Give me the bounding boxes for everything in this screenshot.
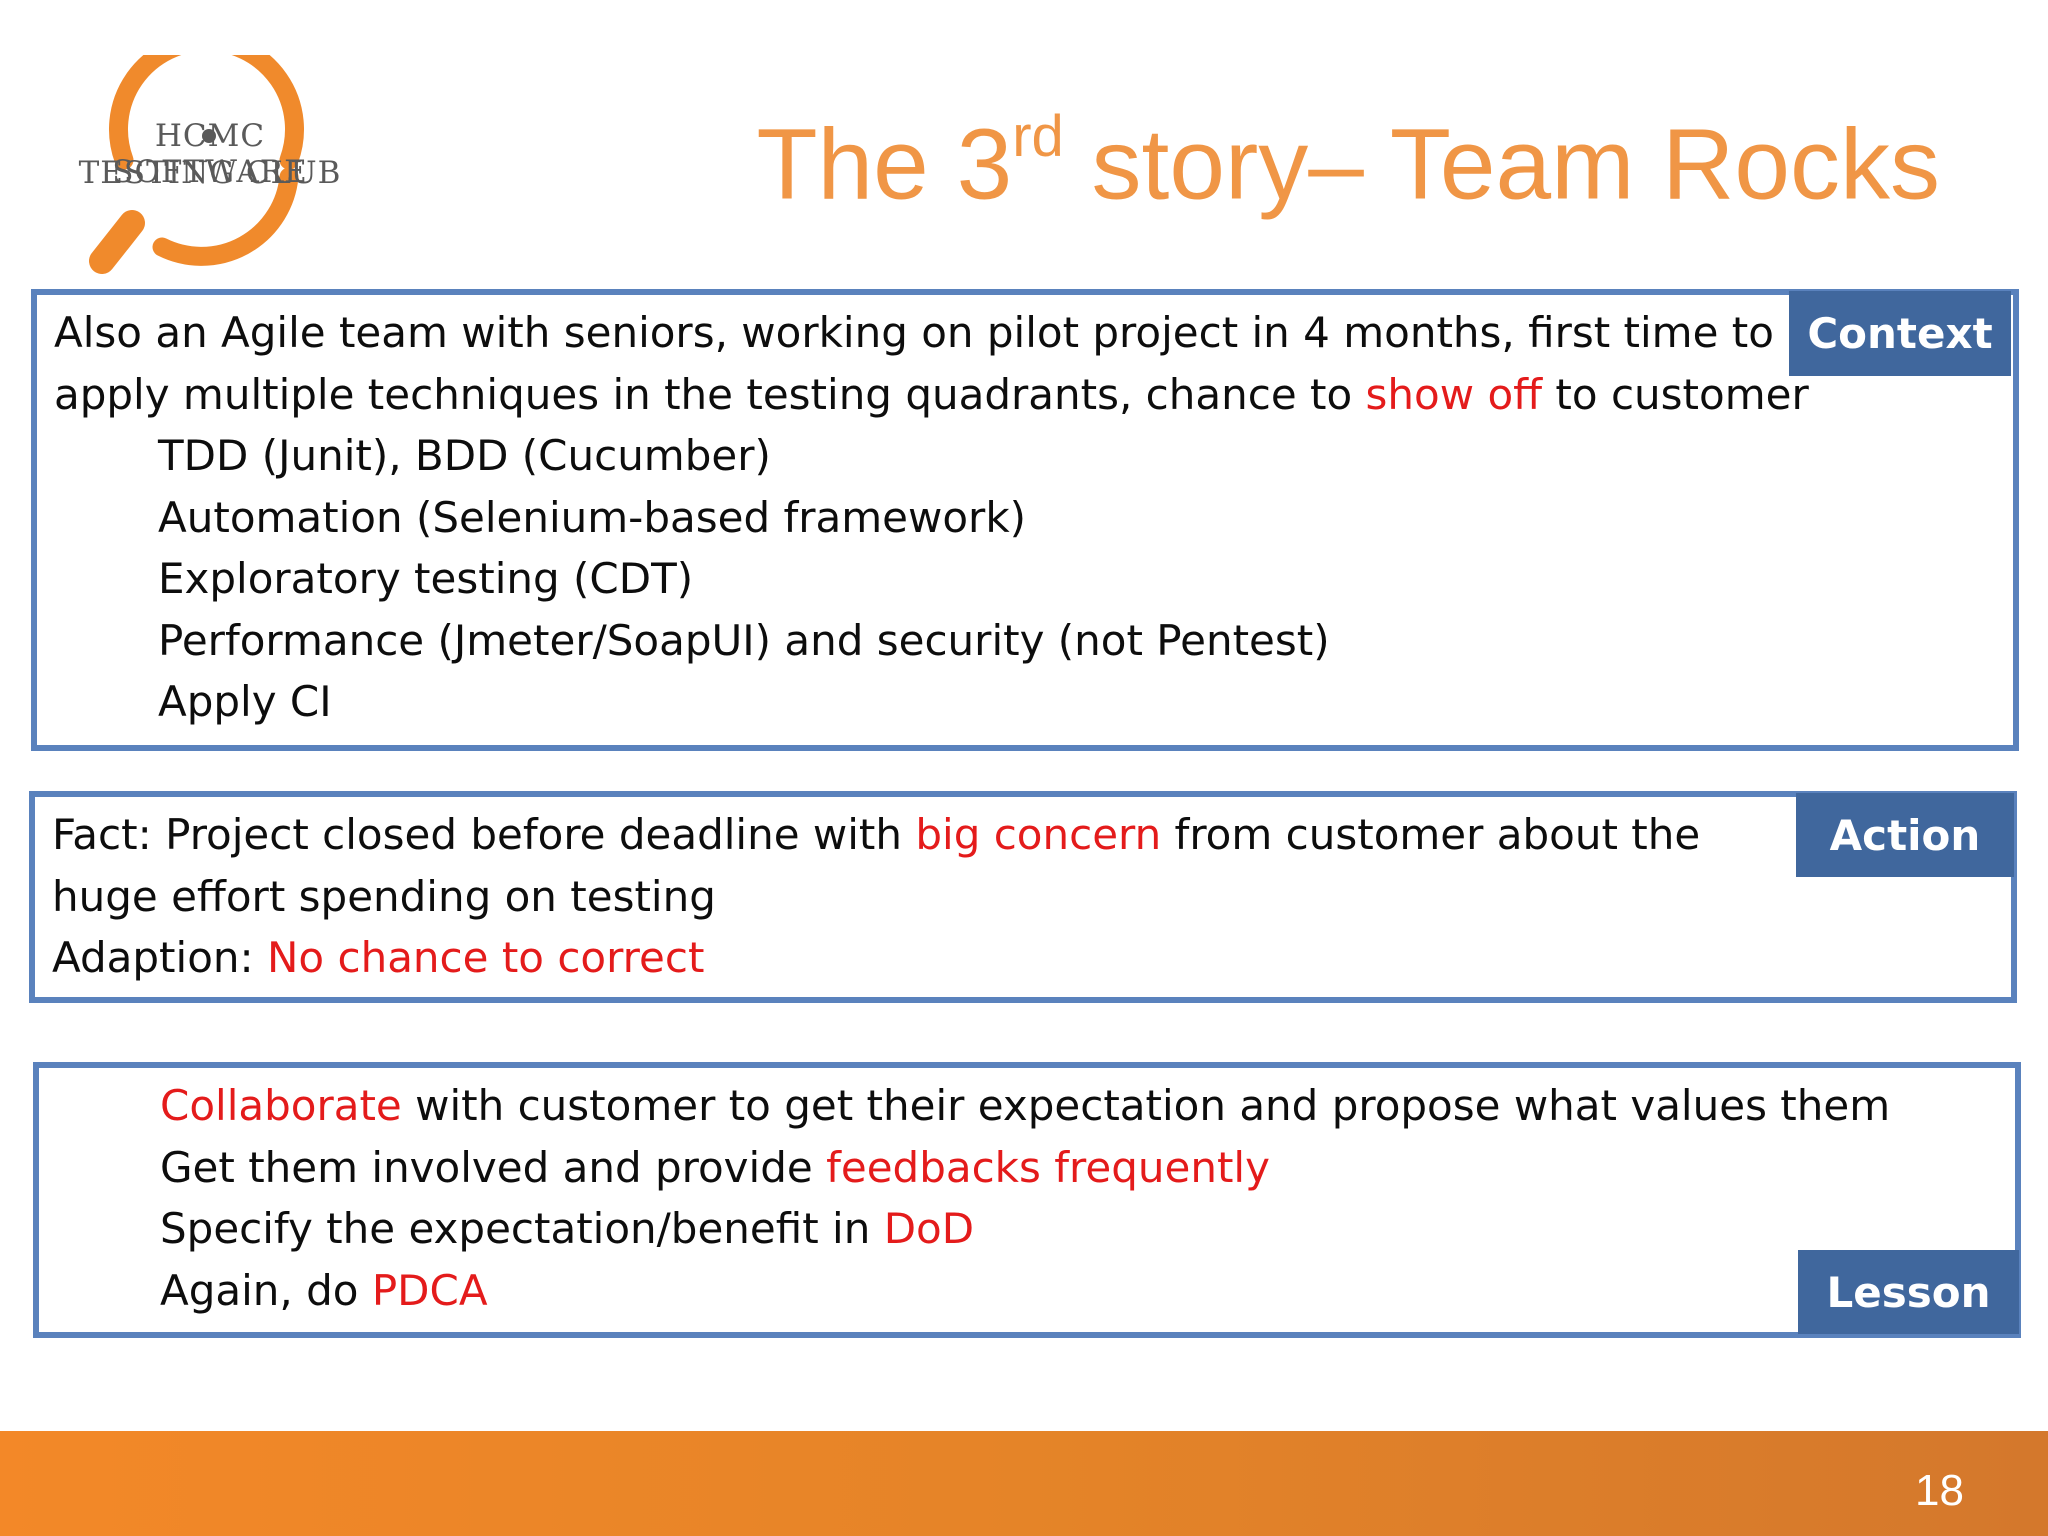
action-fact-text: Fact: Project closed before deadline wit… — [52, 810, 916, 859]
action-adaption-line: Adaption: No chance to correct — [52, 927, 704, 989]
lesson-highlight: PDCA — [371, 1266, 488, 1315]
action-fact-end: from customer about the — [1161, 810, 1701, 859]
lesson-text: with customer to get their expectation a… — [401, 1081, 1891, 1130]
club-logo: HCMC SOFTWARE TESTING CLUB — [60, 55, 360, 285]
lesson-highlight: DoD — [883, 1204, 975, 1253]
footer-bar — [0, 1431, 2048, 1536]
context-bullet: Performance (Jmeter/SoapUI) and security… — [158, 616, 1330, 665]
action-box — [29, 791, 2017, 1003]
lesson-line-4: Again, do PDCA — [160, 1260, 488, 1322]
context-line-2-end: to customer — [1542, 370, 1809, 419]
lesson-highlight: Collaborate — [160, 1081, 402, 1130]
lesson-line-3: Specify the expectation/benefit in DoD — [160, 1198, 974, 1260]
adaption-label: Adaption: — [52, 933, 268, 982]
lesson-box — [33, 1062, 2021, 1338]
slide-title: The 3rd story– Team Rocks — [756, 85, 1940, 224]
context-box — [31, 289, 2019, 751]
lesson-text: Specify the expectation/benefit in — [160, 1204, 884, 1253]
action-tag: Action — [1796, 793, 2014, 877]
action-fact-line-2: huge effort spending on testing — [52, 872, 716, 921]
lesson-text: Again, do — [160, 1266, 372, 1315]
context-bullet: Automation (Selenium-based framework) — [158, 493, 1027, 542]
title-prefix: The 3 — [756, 108, 1013, 221]
title-superscript: rd — [1012, 104, 1064, 169]
context-line-2: apply multiple techniques in the testing… — [54, 364, 1809, 426]
action-fact-line: Fact: Project closed before deadline wit… — [52, 804, 1700, 866]
context-bullet: Exploratory testing (CDT) — [158, 554, 694, 603]
lesson-line-1: Collaborate with customer to get their e… — [160, 1075, 1890, 1137]
context-highlight: show off — [1365, 370, 1543, 419]
adaption-highlight: No chance to correct — [267, 933, 705, 982]
context-line-2-text: apply multiple techniques in the testing… — [54, 370, 1366, 419]
lesson-line-2: Get them involved and provide feedbacks … — [160, 1137, 1270, 1199]
page-number: 18 — [1915, 1466, 1964, 1515]
lesson-highlight: feedbacks frequently — [826, 1143, 1270, 1192]
action-highlight: big concern — [915, 810, 1162, 859]
magnifier-gear-icon — [89, 55, 304, 274]
context-bullet: Apply CI — [158, 677, 332, 726]
logo-text-line1: HCMC SOFTWARE — [112, 118, 308, 190]
logo-text-line2: TESTING CLUB — [78, 155, 342, 191]
lesson-tag: Lesson — [1798, 1250, 2019, 1334]
context-tag: Context — [1789, 291, 2011, 376]
context-line-1: Also an Agile team with seniors, working… — [54, 308, 1774, 357]
title-suffix: story– Team Rocks — [1063, 108, 1940, 221]
lesson-text: Get them involved and provide — [160, 1143, 827, 1192]
context-bullet: TDD (Junit), BDD (Cucumber) — [158, 431, 771, 480]
